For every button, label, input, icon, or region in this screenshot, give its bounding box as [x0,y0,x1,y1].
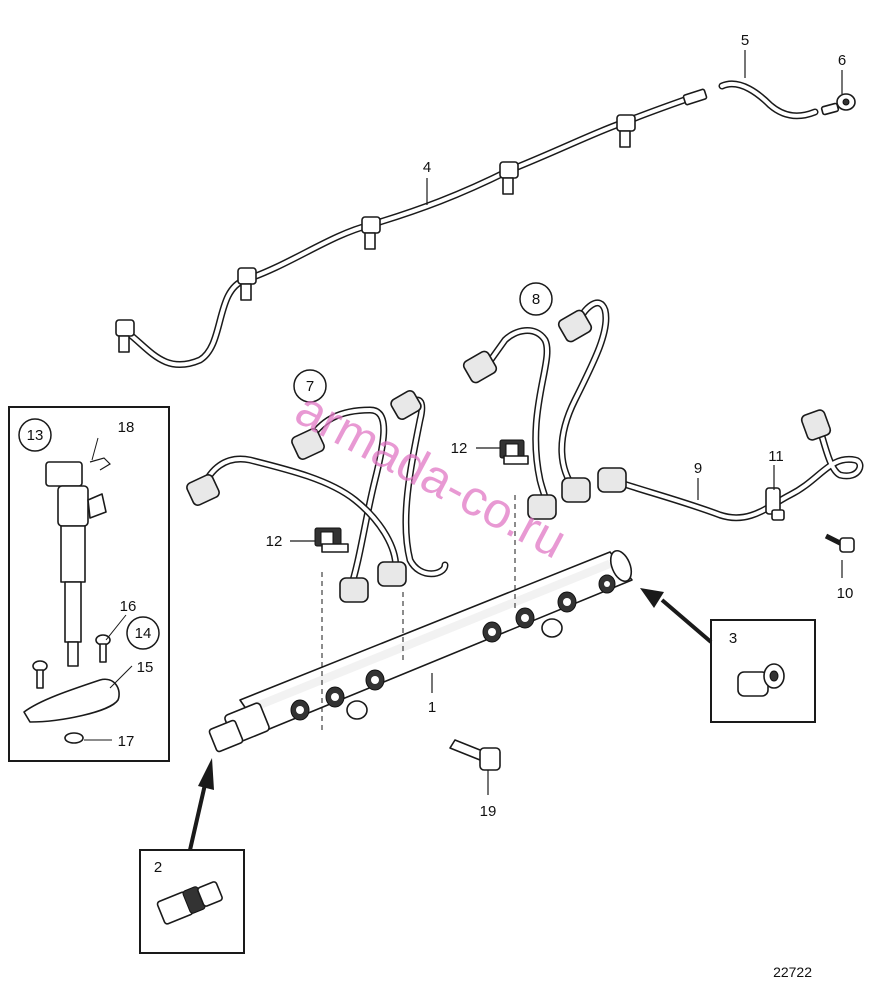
washer-17 [64,732,84,744]
pipe-nut [186,474,220,506]
clip-12-upper [499,439,529,465]
pressure-sensor-box-2 [139,849,245,954]
banjo-connector [361,216,381,250]
callout-16: 16 [120,598,137,615]
callout-6: 6 [838,52,846,69]
screw-16-left [32,660,48,689]
plug-3 [737,663,785,697]
injector-13 [45,461,107,667]
hose-5 [718,80,819,120]
callout-8: 8 [532,291,540,308]
clip-12-lower [314,527,349,553]
rail-port [325,686,345,708]
callout-12-lower: 12 [266,533,283,550]
pipe-nut [291,428,325,460]
banjo-fitting-6 [820,93,856,116]
pipe-nut [390,390,422,420]
clamp-15 [23,678,120,723]
callout-circle-8 [519,282,553,316]
callout-circle-7 [293,369,327,403]
pipe-nut [377,561,407,587]
pipe-nut [561,477,591,503]
screw-16 [95,634,111,663]
pipe-nut [339,577,369,603]
injection-pipe-9 [597,409,864,522]
callout-7: 7 [306,378,314,395]
callout-1: 1 [428,699,436,716]
rail-port [598,574,616,594]
pipe-nut [557,309,593,343]
rail-port [515,607,535,629]
pressure-sensor-2 [156,881,223,925]
leader-lines [290,50,843,795]
callout-5: 5 [741,32,749,49]
banjo-connector [616,114,636,148]
callout-circle-14 [126,616,160,650]
rail-port [365,669,385,691]
callout-17: 17 [118,733,135,750]
callout-15: 15 [137,659,154,676]
pipe-nut [462,350,498,384]
callout-10: 10 [837,585,854,602]
plug-box-3 [710,619,816,723]
fuel-rail-1 [208,549,633,753]
clamp-11 [765,487,785,521]
bolt-19 [449,739,501,771]
banjo-connector [115,319,135,353]
injector-inset-box [8,406,170,762]
callout-18: 18 [118,419,135,436]
callout-14: 14 [135,625,152,642]
injection-pipes-8 [462,299,610,520]
screw-10 [824,533,855,553]
assembly-lines [321,495,516,730]
pipe-nut [527,494,557,520]
banjo-connector [237,267,257,301]
callout-2: 2 [154,859,162,876]
figure-number: 22722 [773,964,812,980]
rail-port [290,699,310,721]
callout-19: 19 [480,803,497,820]
rail-port [482,621,502,643]
injection-pipes-7 [186,390,449,603]
callout-12-upper: 12 [451,440,468,457]
callout-13: 13 [27,427,44,444]
arrow-3 [640,588,713,644]
leak-off-hose-4 [115,88,708,369]
arrow-2 [188,758,214,851]
callout-9: 9 [694,460,702,477]
rail-port [557,591,577,613]
callout-circle-13 [18,418,52,452]
callout-4: 4 [423,159,431,176]
clip-18 [89,457,111,471]
pipe-nut [800,409,832,441]
callout-3: 3 [729,630,737,647]
callout-11: 11 [768,448,784,465]
pipe-nut [597,467,627,493]
banjo-connector [499,161,519,195]
